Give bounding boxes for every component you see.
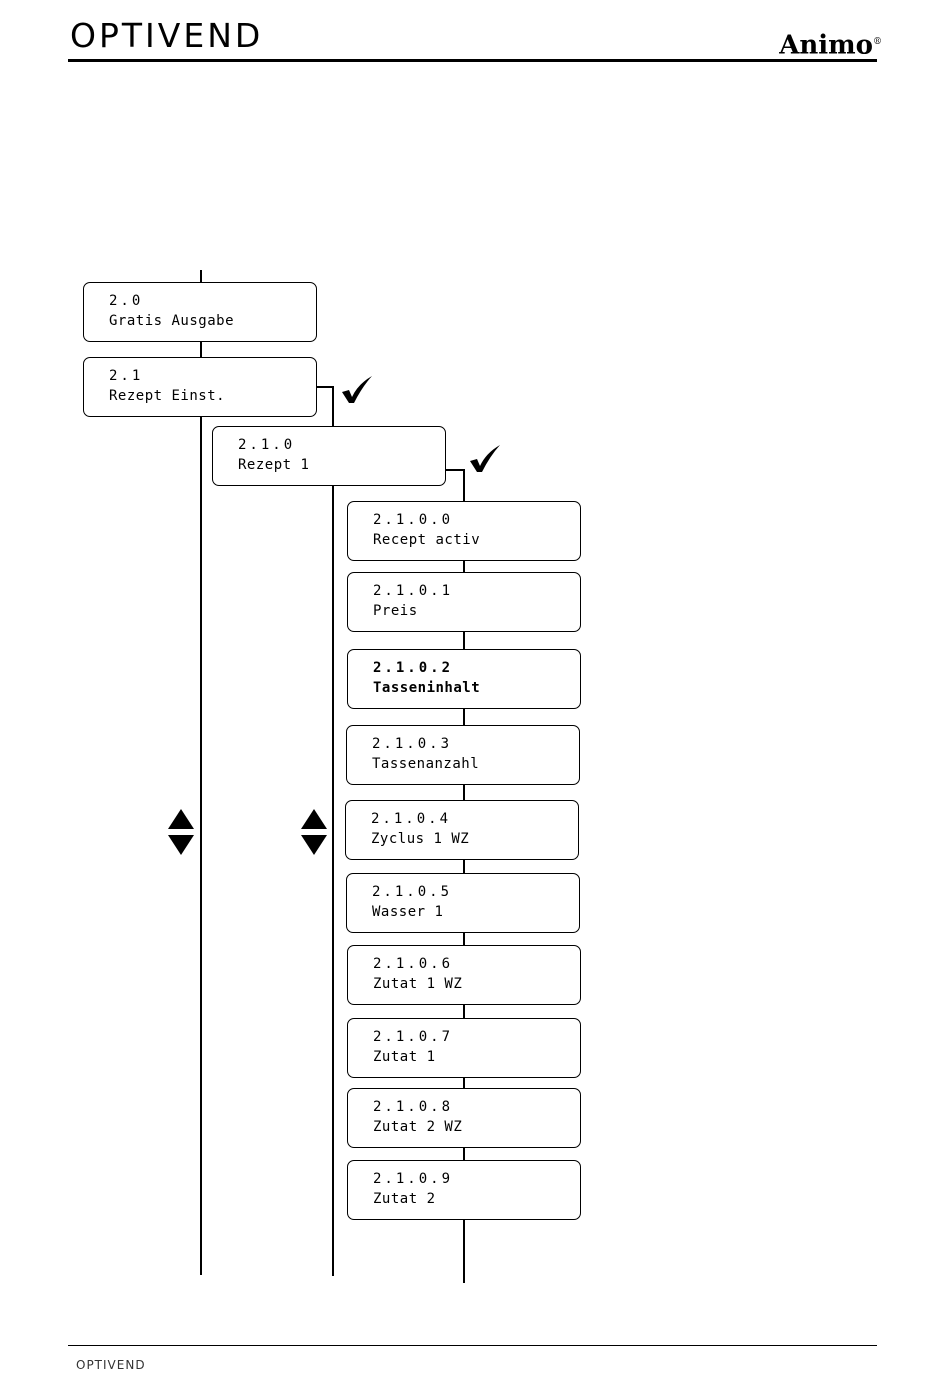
menu-item-code: 2.1.0.7: [373, 1027, 580, 1047]
menu-item-code: 2.1.0.5: [372, 882, 579, 902]
menu-item-label: Rezept 1: [238, 455, 445, 475]
menu-item-label: Rezept Einst.: [109, 386, 316, 406]
connector-2-1-0-branch-h: [445, 469, 464, 471]
connector-2-1-branch-v: [332, 386, 334, 428]
menu-item-2-1-0-2[interactable]: 2.1.0.2 Tasseninhalt: [347, 649, 581, 709]
menu-item-code: 2.0: [109, 291, 316, 311]
menu-item-2-1-0-9[interactable]: 2.1.0.9 Zutat 2: [347, 1160, 581, 1220]
menu-item-2-1-0-7[interactable]: 2.1.0.7 Zutat 1: [347, 1018, 581, 1078]
check-icon: [468, 443, 502, 475]
menu-item-code: 2.1.0.1: [373, 581, 580, 601]
menu-item-code: 2.1.0.3: [372, 734, 579, 754]
menu-item-2-0[interactable]: 2.0 Gratis Ausgabe: [83, 282, 317, 342]
menu-item-code: 2.1.0.6: [373, 954, 580, 974]
menu-item-2-1-0-1[interactable]: 2.1.0.1 Preis: [347, 572, 581, 632]
connector-2-1-0-branch-v: [463, 469, 465, 502]
menu-item-2-1-0-4[interactable]: 2.1.0.4 Zyclus 1 WZ: [345, 800, 579, 860]
menu-item-label: Zutat 2 WZ: [373, 1117, 580, 1137]
connector-level1-trunk: [200, 270, 202, 1275]
menu-item-code: 2.1.0: [238, 435, 445, 455]
menu-item-label: Zyclus 1 WZ: [371, 829, 578, 849]
menu-item-2-1[interactable]: 2.1 Rezept Einst.: [83, 357, 317, 417]
menu-item-label: Wasser 1: [372, 902, 579, 922]
menu-item-code: 2.1.0.0: [373, 510, 580, 530]
footer-optivend-logo: OPTIVEND: [76, 1358, 146, 1372]
menu-item-label: Gratis Ausgabe: [109, 311, 316, 331]
menu-item-code: 2.1.0.8: [373, 1097, 580, 1117]
optivend-logo: OPTIVEND: [70, 14, 263, 58]
check-icon: [340, 374, 374, 406]
menu-item-2-1-0-8[interactable]: 2.1.0.8 Zutat 2 WZ: [347, 1088, 581, 1148]
registered-mark: ®: [873, 37, 882, 47]
menu-item-2-1-0[interactable]: 2.1.0 Rezept 1: [212, 426, 446, 486]
menu-item-label: Zutat 1: [373, 1047, 580, 1067]
animo-logo-text: Animo: [779, 31, 873, 61]
menu-item-label: Zutat 1 WZ: [373, 974, 580, 994]
menu-item-label: Tassenanzahl: [372, 754, 579, 774]
menu-item-label: Recept activ: [373, 530, 580, 550]
menu-item-2-1-0-5[interactable]: 2.1.0.5 Wasser 1: [346, 873, 580, 933]
menu-item-code: 2.1.0.9: [373, 1169, 580, 1189]
menu-item-code: 2.1.0.4: [371, 809, 578, 829]
menu-item-2-1-0-6[interactable]: 2.1.0.6 Zutat 1 WZ: [347, 945, 581, 1005]
menu-item-code: 2.1: [109, 366, 316, 386]
menu-item-label: Tasseninhalt: [373, 678, 580, 698]
connector-2-1-branch-h: [316, 386, 333, 388]
menu-item-label: Zutat 2: [373, 1189, 580, 1209]
menu-item-2-1-0-3[interactable]: 2.1.0.3 Tassenanzahl: [346, 725, 580, 785]
up-down-arrows-icon: [300, 808, 328, 856]
header-rule: [68, 59, 877, 62]
menu-item-2-1-0-0[interactable]: 2.1.0.0 Recept activ: [347, 501, 581, 561]
footer-rule: [68, 1345, 877, 1346]
menu-item-label: Preis: [373, 601, 580, 621]
animo-logo: Animo®: [779, 24, 882, 64]
connector-level2-trunk: [332, 416, 334, 1276]
menu-item-code: 2.1.0.2: [373, 658, 580, 678]
up-down-arrows-icon: [167, 808, 195, 856]
